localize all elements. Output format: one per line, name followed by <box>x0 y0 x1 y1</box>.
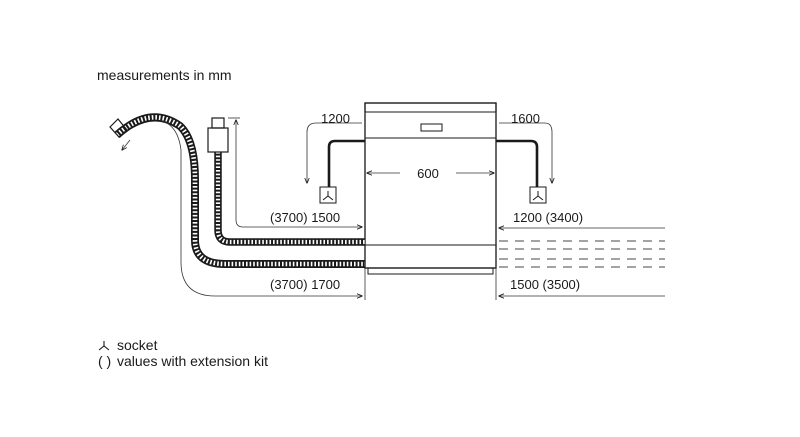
right-lower-cable-dimension: 1500 (3500) <box>499 277 665 296</box>
left-lower-hose-dimension: (3700) 1700 <box>122 119 362 296</box>
width-label: 600 <box>417 166 439 181</box>
legend: socket ( ) values with extension kit <box>98 337 268 369</box>
width-dimension: 600 <box>367 166 494 181</box>
right-upper-cable-label: 1200 (3400) <box>513 210 583 225</box>
left-side-clearance-label: 1200 <box>321 111 350 126</box>
right-socket: 1600 <box>496 111 552 204</box>
measurements-title: measurements in mm <box>97 67 232 83</box>
left-lower-hose-label: (3700) 1700 <box>270 277 340 292</box>
extension-legend-label: values with extension kit <box>117 353 268 369</box>
dishwasher-plinth <box>367 267 494 275</box>
inlet-hose <box>207 117 365 246</box>
dishwasher-body <box>364 102 497 275</box>
right-lower-cable-label: 1500 (3500) <box>510 277 580 292</box>
socket-legend-label: socket <box>117 337 158 353</box>
drain-hose <box>109 113 365 268</box>
control-panel-display <box>420 123 443 132</box>
right-upper-cable-dimension: 1200 (3400) <box>499 210 665 228</box>
extension-legend-symbol: ( ) <box>98 353 111 369</box>
left-upper-hose-label: (3700) 1500 <box>270 210 340 225</box>
left-socket: 1200 <box>307 111 365 204</box>
right-cables <box>499 240 665 268</box>
right-side-clearance-label: 1600 <box>511 111 540 126</box>
left-upper-hose-dimension: (3700) 1500 <box>235 148 362 227</box>
aquastop-valve <box>207 127 229 153</box>
socket-legend-icon <box>98 341 110 351</box>
